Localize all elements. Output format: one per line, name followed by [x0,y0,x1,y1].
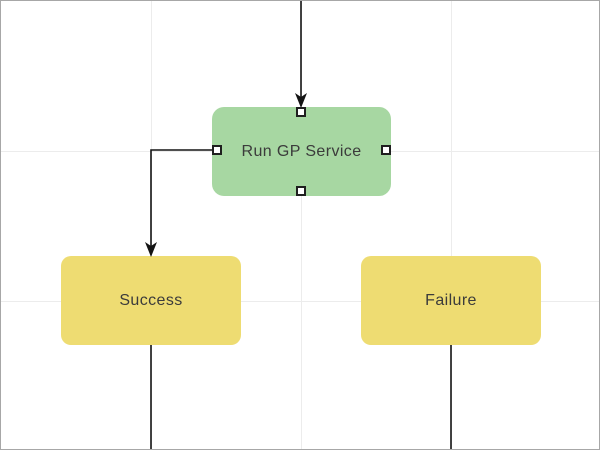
connection-handle-right[interactable] [381,145,391,155]
gridline-vertical [451,1,452,449]
node-label: Failure [425,291,477,309]
connection-handle-top[interactable] [296,107,306,117]
connection-handle-left[interactable] [212,145,222,155]
connection-handle-bottom[interactable] [296,186,306,196]
node-run-gp-service[interactable]: Run GP Service [212,107,391,196]
link-run-gp-service-to-success[interactable] [150,149,212,246]
node-label: Success [119,291,183,309]
gridline-vertical [301,1,302,449]
gridline-horizontal [1,301,599,302]
node-label: Run GP Service [241,142,362,160]
node-failure[interactable]: Failure [361,256,541,345]
node-success[interactable]: Success [61,256,241,345]
